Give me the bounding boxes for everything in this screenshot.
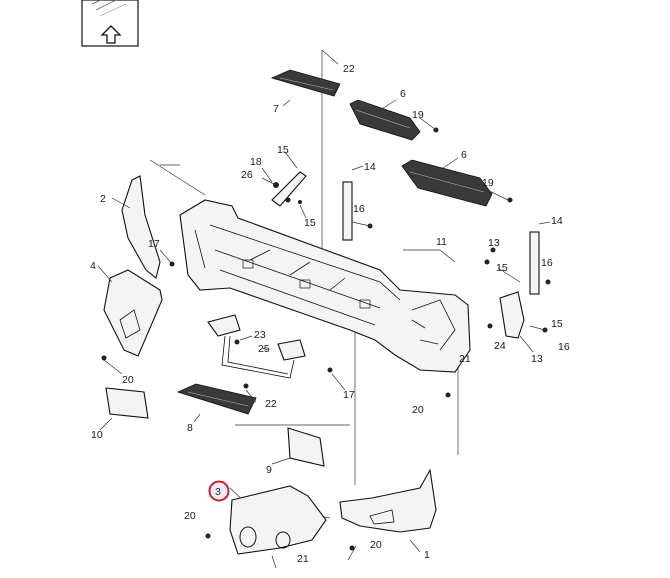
callout-10: 10 [91,429,103,441]
callout-15-top: 15 [277,144,289,156]
callout-18: 18 [250,156,262,168]
callout-4: 4 [90,260,96,272]
callout-14-left: 14 [364,161,376,173]
callout-20-left: 20 [122,374,134,386]
callout-16-right: 16 [541,257,553,269]
callout-3-highlighted[interactable]: 3 [208,480,230,502]
fastener-17-right [327,367,451,398]
part-25-tow-bracket [207,314,306,379]
callout-16-right-b: 16 [558,341,570,353]
callout-6-upper: 6 [400,88,406,100]
callout-1: 1 [424,549,430,561]
callout-15-right-a: 15 [496,262,508,274]
part-8-lower-grille [176,383,257,423]
callout-19-upper: 19 [412,109,424,121]
callout-16-left: 16 [353,203,365,215]
callout-22-lower: 22 [265,398,277,410]
callout-19-lower: 19 [482,177,494,189]
callout-7: 7 [273,103,279,115]
part-9-cover [271,427,325,467]
callout-6-lower: 6 [461,149,467,161]
callout-26: 26 [241,169,253,181]
callout-25: 25 [258,343,270,355]
orientation-icon [81,0,139,47]
callout-15-mid: 15 [304,217,316,229]
callout-23: 23 [254,329,266,341]
part-6-upper-grille [349,99,439,141]
callout-13-upper: 13 [488,237,500,249]
callout-11: 11 [436,236,447,248]
callout-14-right: 14 [551,215,563,227]
callout-20-lower-left: 20 [184,510,196,522]
callout-17-left: 17 [148,238,160,250]
part-2-left-bracket [111,175,175,279]
callout-2: 2 [100,193,106,205]
part-1-lower-trim [339,468,437,561]
part-4-left-trim [97,265,163,375]
callout-20-right: 20 [412,404,424,416]
part-3-lower-trim [205,485,327,569]
part-24-bracket [487,291,548,353]
part-11-bumper-carrier [179,199,471,373]
svg-text:3: 3 [215,486,221,498]
callout-8: 8 [187,422,193,434]
part-14-bracket-right [484,221,551,295]
callout-22-top: 22 [343,63,355,75]
callout-15-right-b: 15 [551,318,563,330]
callout-24: 24 [494,340,506,352]
part-6-lower-grille [401,157,513,207]
callout-9: 9 [266,464,272,476]
part-7-grille [270,69,341,107]
callout-21-lower: 21 [297,553,309,565]
callout-21-upper: 21 [459,353,471,365]
callout-20-lower-mid: 20 [370,539,382,551]
part-10-bracket [99,387,149,431]
part-18-26-bracket [261,151,307,219]
part-14-bracket-left [342,165,373,241]
callout-17-right: 17 [343,389,355,401]
callout-13-lower: 13 [531,353,543,365]
